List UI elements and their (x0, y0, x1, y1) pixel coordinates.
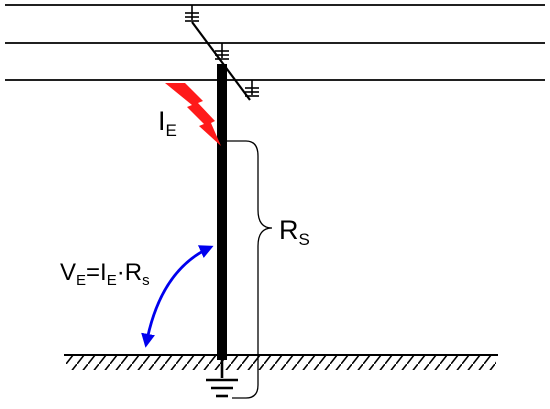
lightning-bolt-icon (165, 83, 221, 146)
fault-current-label: IE (158, 106, 177, 140)
curved-double-arrow-icon (141, 245, 214, 348)
formula-v: V (60, 259, 76, 286)
fault-current-symbol: I (158, 106, 166, 136)
pole (217, 64, 227, 360)
formula-v-subscript: E (76, 272, 86, 289)
formula-dot-r: ·R (117, 259, 142, 286)
formula-equals-i: =I (86, 259, 107, 286)
fault-current-subscript: E (166, 121, 177, 140)
cross-arm (191, 21, 251, 101)
insulator-icon (245, 80, 259, 97)
formula-i-subscript: E (107, 272, 117, 289)
resistance-label: RS (279, 215, 310, 249)
resistance-symbol: R (279, 215, 299, 245)
resistance-subscript: S (299, 230, 310, 249)
ground-symbol-icon (206, 360, 238, 398)
ground-hatching (66, 356, 496, 370)
insulator-icon (215, 43, 229, 60)
formula-r-subscript: s (142, 272, 150, 289)
resistance-brace (227, 140, 273, 399)
voltage-formula: VE=IE·Rs (60, 259, 150, 289)
insulator-icon (185, 5, 199, 22)
